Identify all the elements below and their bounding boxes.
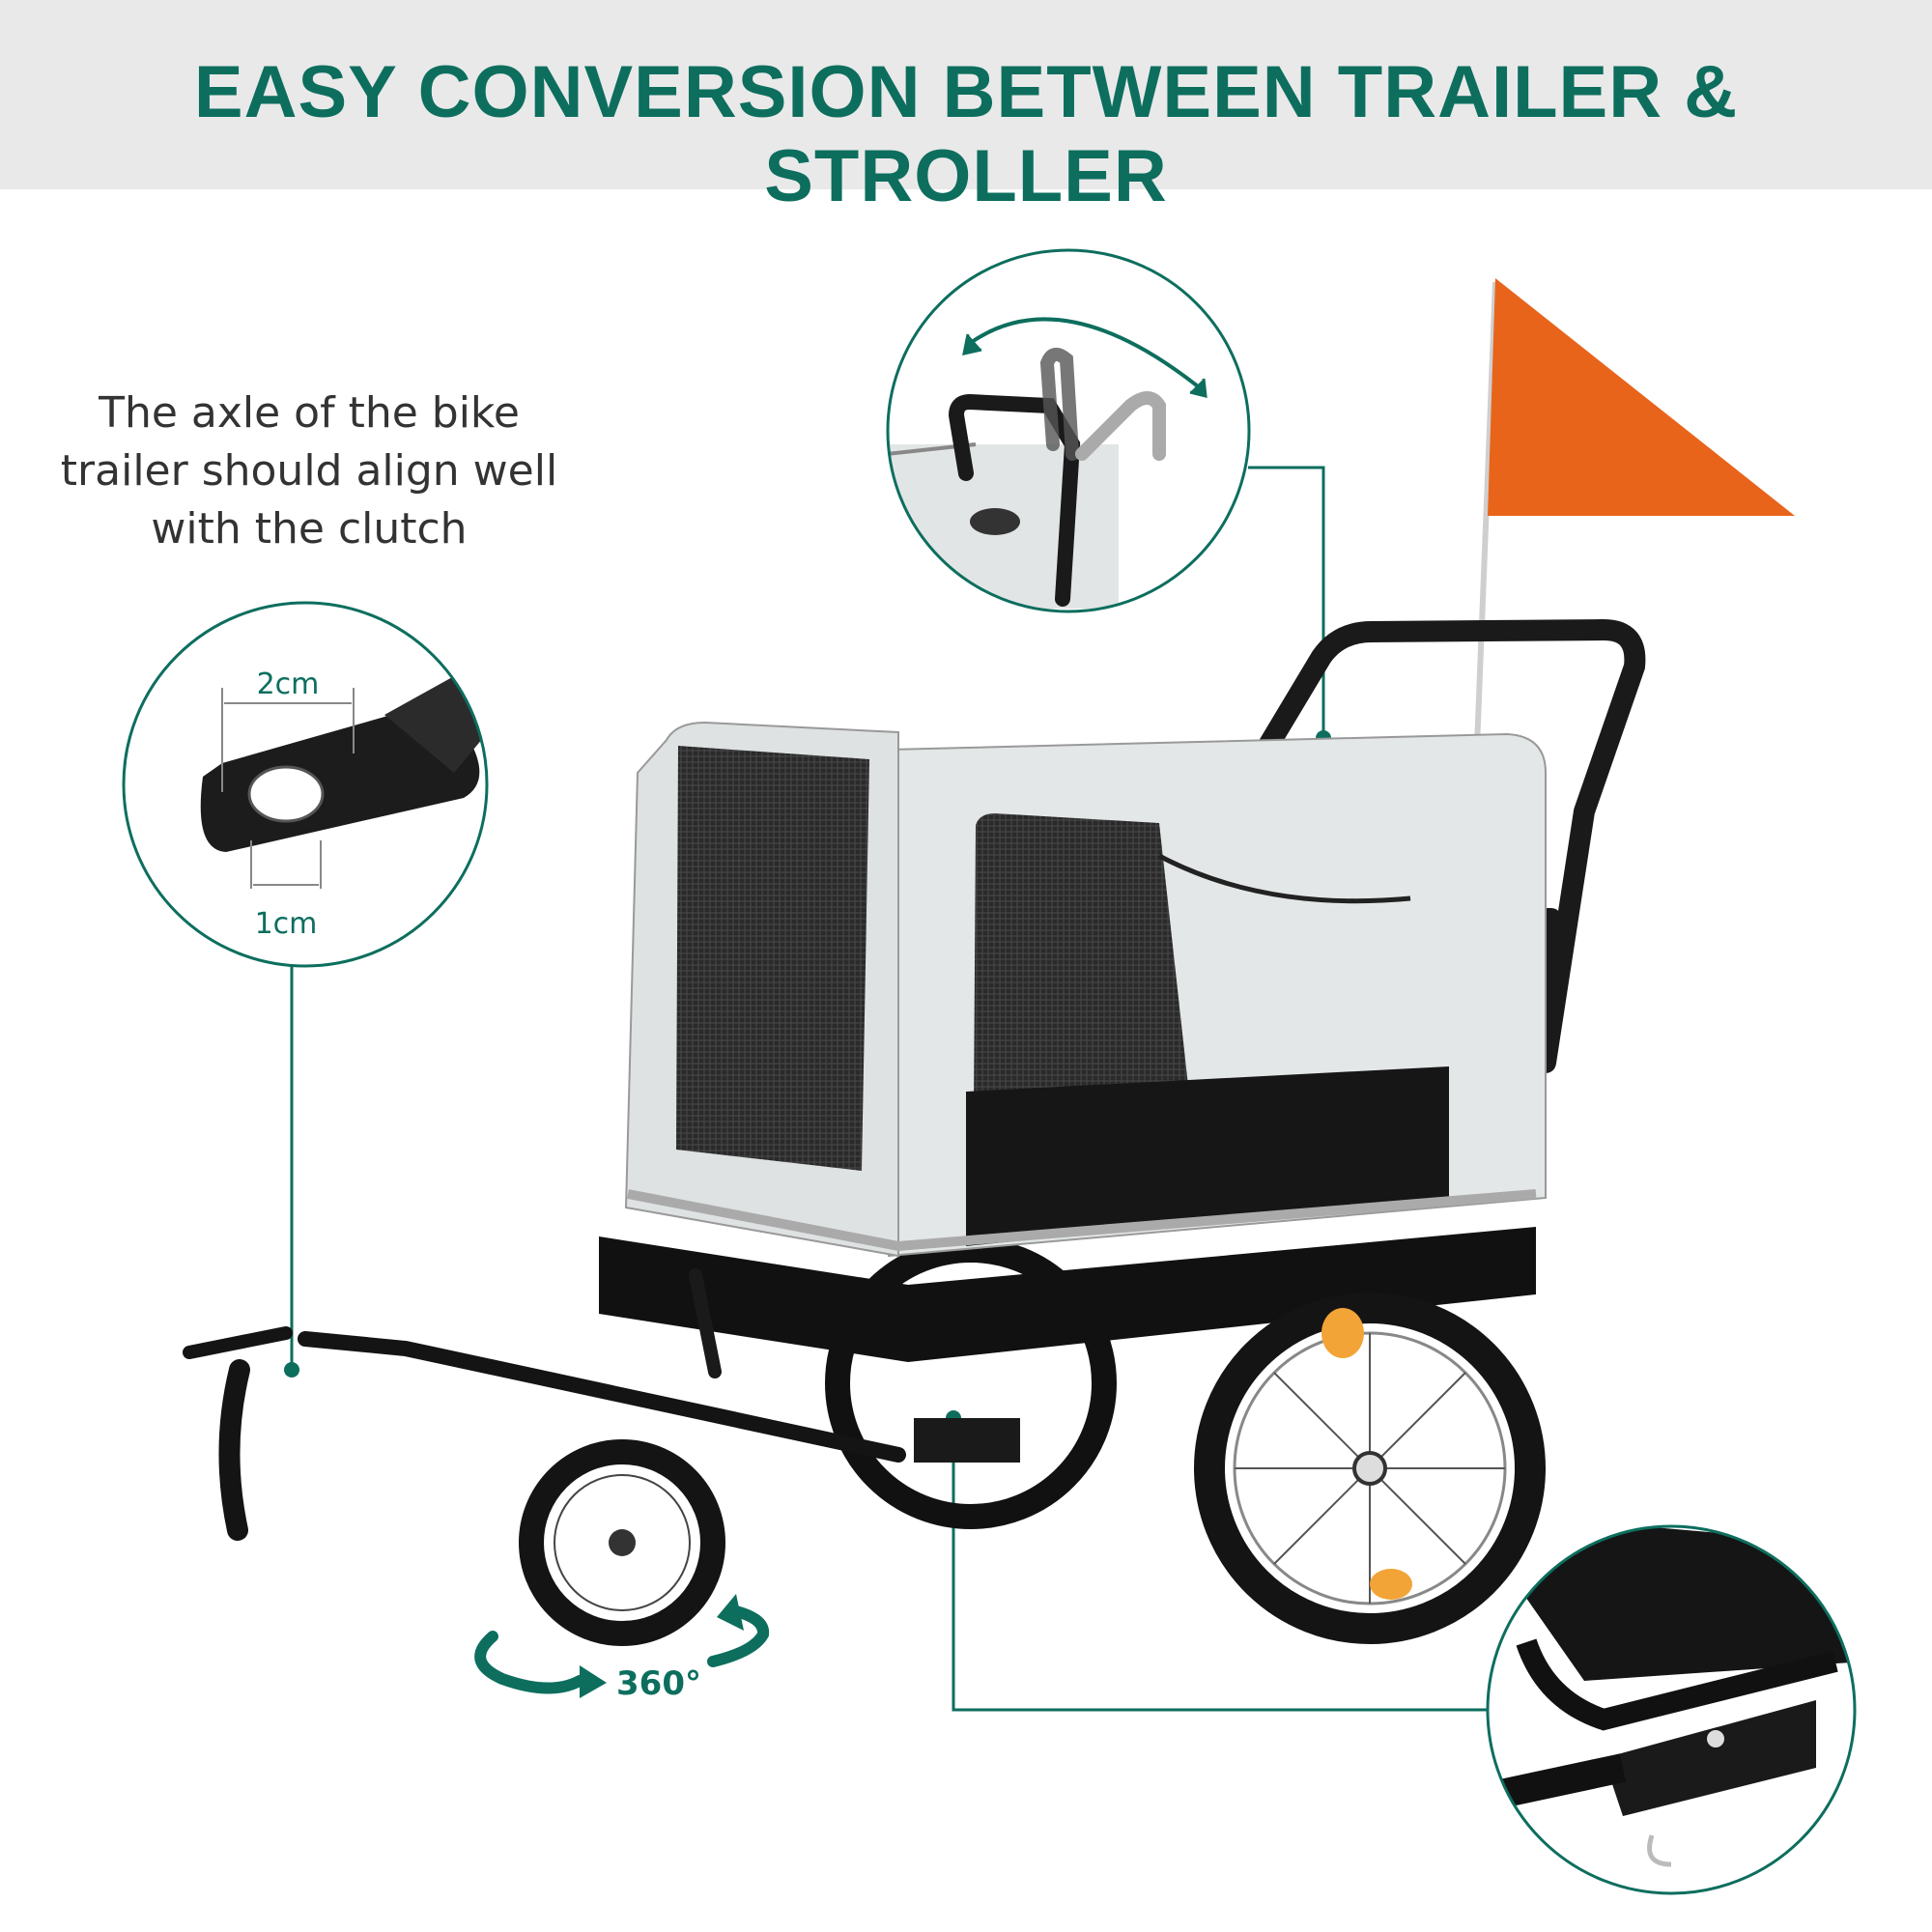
rotation-arrow — [474, 1594, 770, 1698]
reflector-icon — [1321, 1308, 1364, 1358]
rear-wheel-back — [825, 1237, 1117, 1529]
hitch-dot — [284, 1362, 299, 1378]
rear-wheel-front — [1194, 1293, 1546, 1644]
handle-detail-circle — [886, 248, 1251, 613]
hitch-width-label: 2cm — [257, 668, 320, 701]
trailer-body — [599, 721, 1547, 1362]
reflector-icon — [1370, 1569, 1412, 1600]
rotation-label: 360° — [616, 1664, 701, 1703]
axle-note-line-3: with the clutch — [151, 504, 468, 554]
flag-icon — [1488, 278, 1795, 516]
axle-note-line-2: trailer should align well — [60, 446, 558, 496]
hitch-detail-circle: 2cm 1cm — [122, 601, 489, 968]
hitch-hole-label: 1cm — [255, 907, 318, 941]
front-wheel — [519, 1268, 725, 1646]
bracket-detail-circle — [1486, 1524, 1857, 1895]
banner-title: EASY CONVERSION BETWEEN TRAILER & STROLL… — [193, 51, 1739, 217]
tow-bar — [183, 1326, 1020, 1541]
axle-note-line-1: The axle of the bike — [99, 388, 520, 438]
title-banner: EASY CONVERSION BETWEEN TRAILER & STROLL… — [0, 0, 1932, 217]
axle-note: The axle of the bike trailer should alig… — [39, 384, 580, 558]
